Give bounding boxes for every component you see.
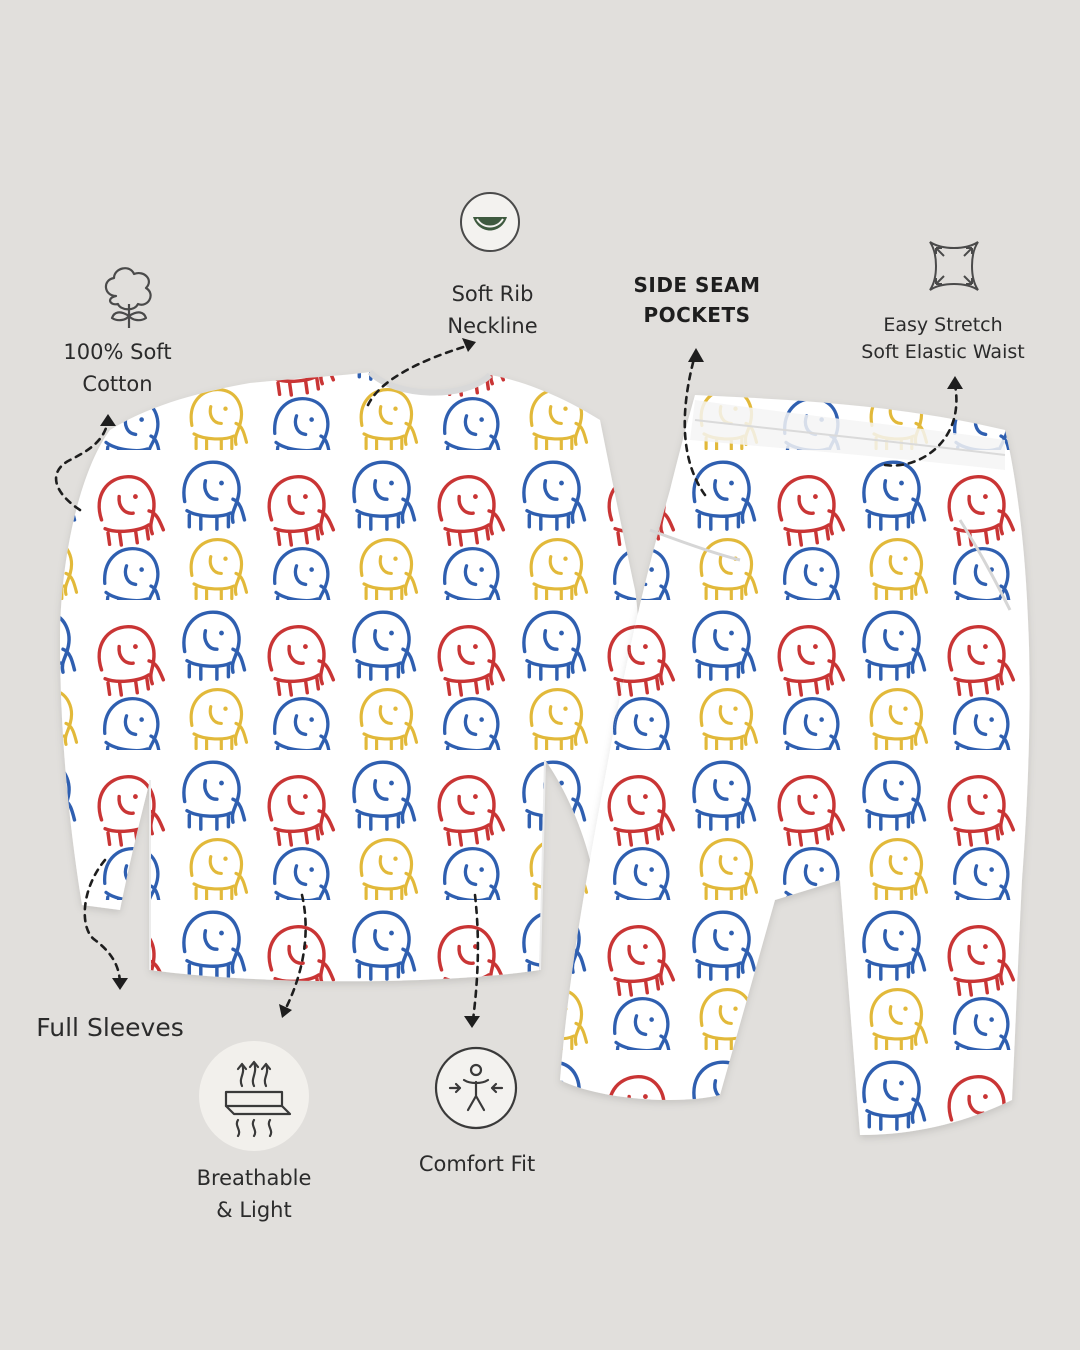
side-seam-pocket-right [958,519,1012,611]
stretch-icon [929,241,979,291]
neckline-icon [460,192,520,252]
feature-waist-label: Easy Stretch Soft Elastic Waist [861,314,1025,363]
feature-sleeves-label: Full Sleeves [36,1013,184,1042]
feature-comfort-label: Comfort Fit [418,1152,536,1176]
feature-breathable-label: Breathable & Light [196,1166,312,1222]
breathable-icon [199,1041,309,1151]
side-seam-pocket-left [649,528,741,562]
cotton-icon [104,267,152,328]
comfort-fit-icon [434,1046,518,1130]
feature-cotton-label: 100% Soft Cotton [63,340,172,396]
feature-neckline-label: Soft Rib Neckline [447,282,538,338]
feature-pockets-label: SIDE SEAM POCKETS [633,273,761,327]
